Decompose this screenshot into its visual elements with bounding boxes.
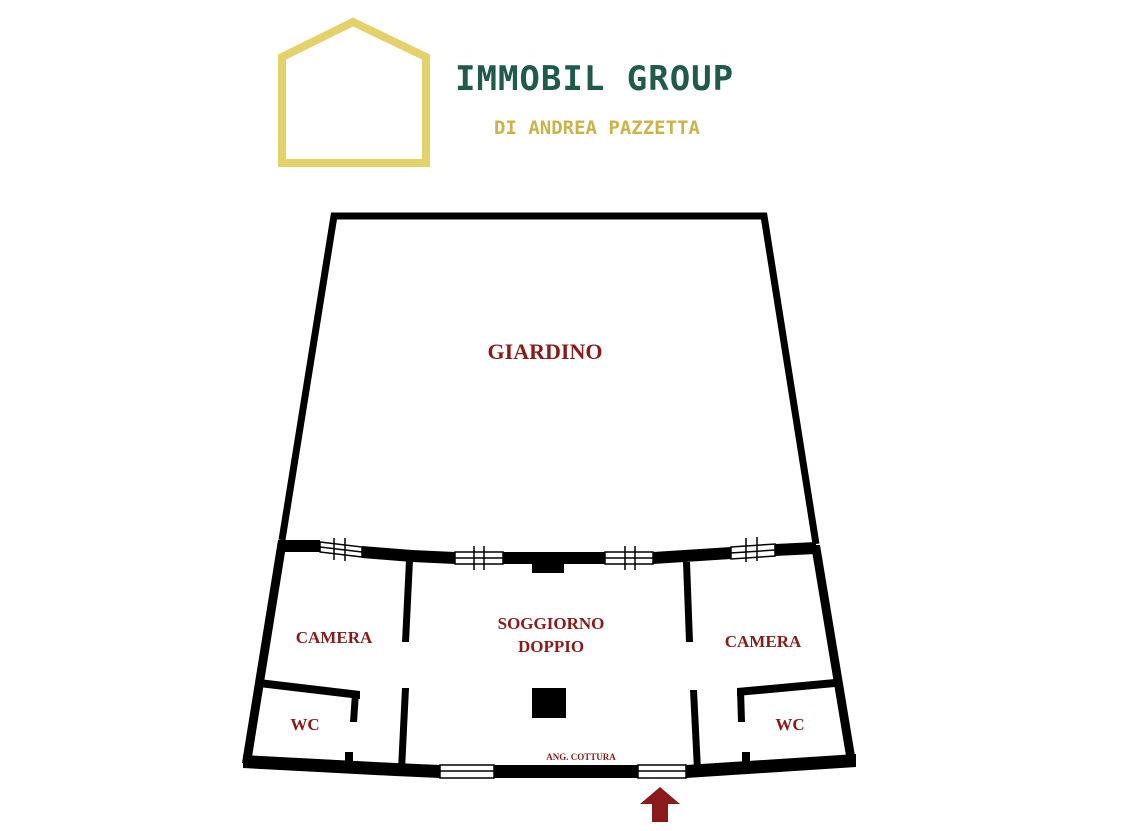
window-bottom-left	[439, 764, 495, 779]
label-living-line2: DOPPIO	[518, 637, 584, 656]
garden-walls	[278, 212, 820, 545]
brand-tagline: DI ANDREA PAZZETTA	[494, 117, 700, 139]
label-wc-left: WC	[290, 715, 319, 734]
room-labels: GIARDINO SOGGIORNO DOPPIO CAMERA CAMERA …	[290, 339, 804, 762]
entrance-door	[637, 764, 687, 779]
window-top-center-left	[454, 546, 504, 570]
apartment-walls	[242, 540, 856, 778]
label-living-line1: SOGGIORNO	[498, 614, 605, 633]
fireplace-block	[532, 688, 566, 718]
arrow-up-icon	[640, 787, 680, 822]
window-top-left	[319, 538, 363, 561]
label-wc-right: WC	[775, 715, 804, 734]
logo: IMMOBIL GROUP DI ANDREA PAZZETTA	[278, 17, 734, 167]
label-bedroom-right: CAMERA	[725, 632, 802, 651]
house-outline-icon	[278, 17, 430, 167]
label-bedroom-left: CAMERA	[296, 628, 373, 647]
brand-name: IMMOBIL GROUP	[455, 59, 734, 99]
label-garden: GIARDINO	[488, 339, 603, 364]
label-kitchenette: ANG. COTTURA	[546, 752, 616, 762]
window-top-center-right	[604, 546, 654, 570]
window-top-right	[730, 537, 776, 562]
windows	[319, 537, 776, 779]
